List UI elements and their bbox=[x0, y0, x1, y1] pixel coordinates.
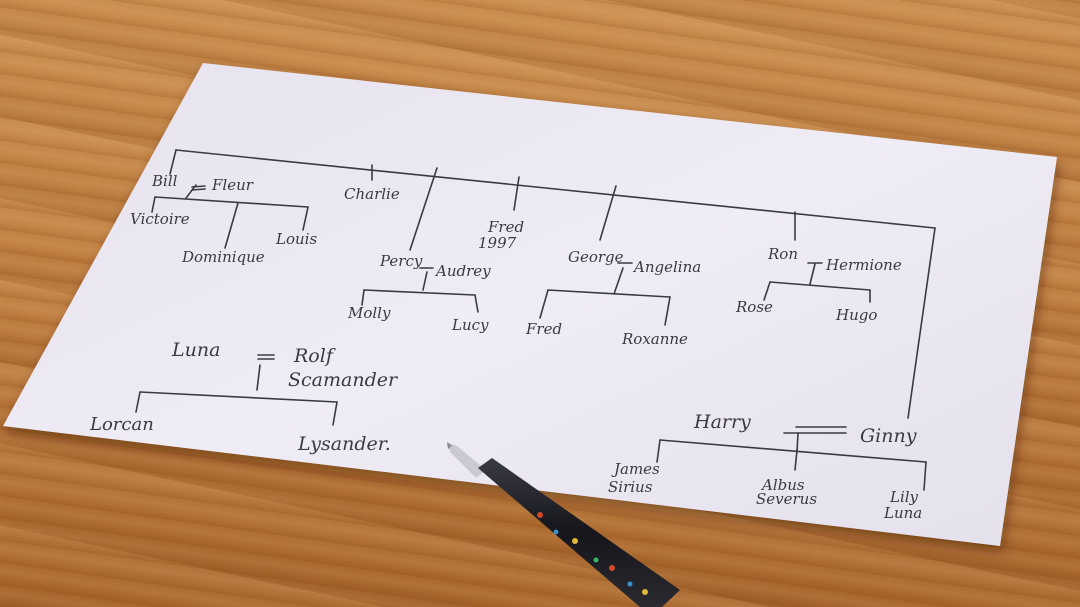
name-percy: Percy bbox=[379, 252, 423, 270]
name-ron: Ron bbox=[767, 245, 798, 263]
name-dominique: Dominique bbox=[181, 248, 265, 266]
fred-year: 1997 bbox=[478, 234, 517, 252]
name-james: James bbox=[611, 460, 660, 478]
name-louis: Louis bbox=[275, 230, 317, 248]
name-luna: Luna bbox=[171, 339, 220, 361]
tree-lines bbox=[135, 149, 936, 491]
name-rolf: Rolf bbox=[293, 345, 336, 367]
name-ginny: Ginny bbox=[860, 425, 917, 447]
name-george: George bbox=[568, 248, 624, 266]
name-albus-middle: Severus bbox=[756, 490, 817, 508]
name-fred: Fred bbox=[487, 218, 524, 236]
name-audrey: Audrey bbox=[434, 262, 491, 280]
name-charlie: Charlie bbox=[344, 185, 400, 203]
name-hermione: Hermione bbox=[825, 256, 902, 274]
name-victoire: Victoire bbox=[130, 210, 190, 228]
names-generation-1: Bill Fleur Charlie Fred 1997 Percy Audre… bbox=[151, 172, 917, 447]
name-hugo: Hugo bbox=[835, 306, 877, 324]
name-molly: Molly bbox=[347, 304, 391, 322]
paper-sheet bbox=[3, 63, 1057, 546]
name-angelina: Angelina bbox=[632, 258, 701, 276]
name-bill: Bill bbox=[151, 172, 178, 190]
name-lily: Lily bbox=[889, 488, 919, 506]
names-generation-2: Victoire Dominique Louis Molly Lucy Fred… bbox=[89, 210, 922, 522]
name-james-middle: Sirius bbox=[608, 478, 653, 496]
pen-icon bbox=[447, 442, 680, 607]
name-harry: Harry bbox=[693, 411, 751, 433]
name-albus: Albus bbox=[760, 476, 805, 494]
name-lorcan: Lorcan bbox=[89, 414, 154, 435]
name-lucy: Lucy bbox=[451, 316, 489, 334]
name-rose: Rose bbox=[735, 298, 773, 316]
name-fleur: Fleur bbox=[211, 176, 254, 194]
name-rolf-surname: Scamander bbox=[288, 369, 399, 391]
name-fred-2: Fred bbox=[525, 320, 562, 338]
name-lily-middle: Luna bbox=[883, 504, 922, 522]
name-lysander: Lysander. bbox=[297, 433, 391, 455]
name-roxanne: Roxanne bbox=[621, 330, 688, 348]
